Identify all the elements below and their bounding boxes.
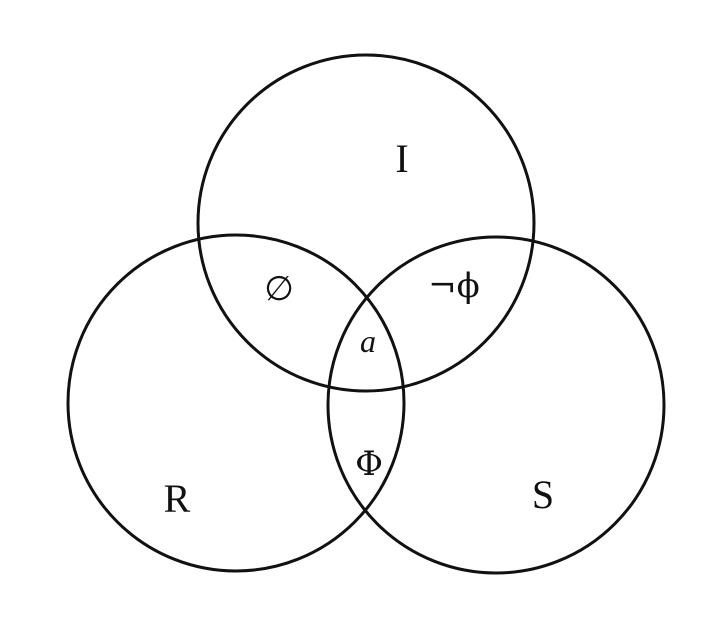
set-label-i: I bbox=[395, 136, 408, 181]
circle-r bbox=[66, 233, 406, 573]
circle-s bbox=[326, 235, 666, 575]
set-label-s: S bbox=[532, 472, 554, 517]
region-label-i-r-s: a bbox=[360, 323, 376, 359]
set-label-r: R bbox=[164, 476, 191, 521]
region-label-r-s: Φ bbox=[355, 444, 383, 484]
region-label-i-r: ∅ bbox=[264, 269, 294, 309]
circle-i bbox=[196, 53, 536, 393]
region-label-i-s: ¬ϕ bbox=[428, 266, 480, 306]
